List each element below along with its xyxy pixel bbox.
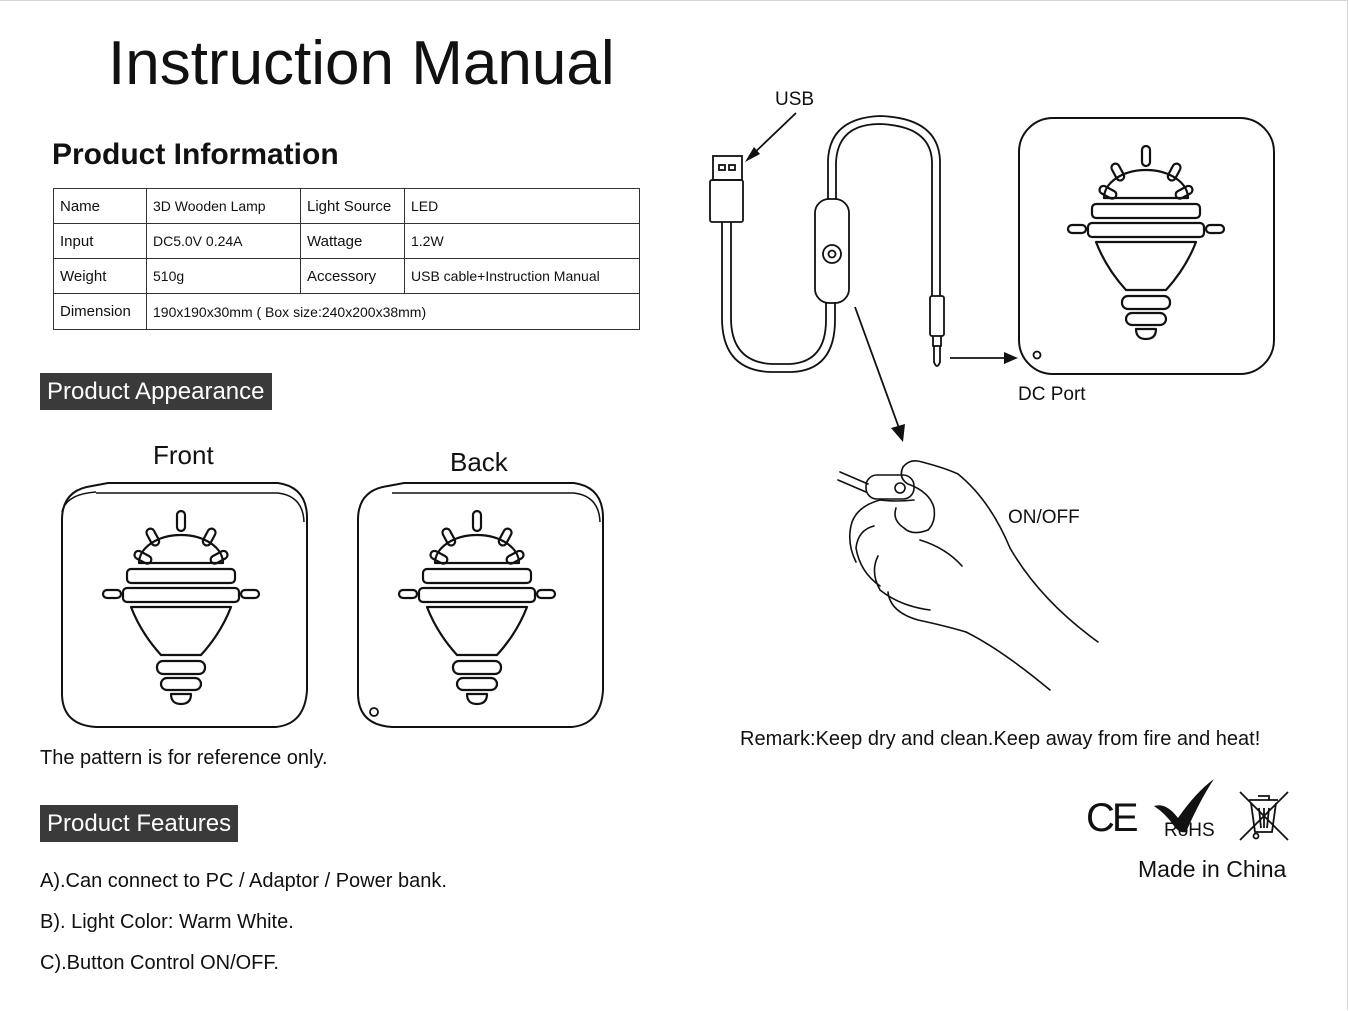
back-label: Back <box>450 447 508 477</box>
product-features-heading: Product Features <box>40 805 239 842</box>
usb-label: USB <box>775 89 815 110</box>
rohs-check-icon <box>1154 779 1214 833</box>
feature-item: A).Can connect to PC / Adaptor / Power b… <box>40 870 447 892</box>
table-key: Accessory <box>300 258 405 294</box>
table-key: Light Source <box>300 188 405 224</box>
made-in-label: Made in China <box>1138 856 1287 882</box>
front-lamp-illustration <box>61 482 308 728</box>
table-row: Weight 510g Accessory USB cable+Instruct… <box>53 258 640 294</box>
table-value: LED <box>404 188 640 224</box>
table-value: 510g <box>146 258 301 294</box>
dc-port-hole <box>369 707 379 717</box>
ce-mark: CE <box>1086 796 1139 840</box>
table-key: Dimension <box>53 293 147 330</box>
table-key: Input <box>53 223 147 259</box>
back-lamp-illustration <box>357 482 604 728</box>
front-label: Front <box>153 440 214 470</box>
weee-bin-icon <box>1239 791 1289 841</box>
table-row: Input DC5.0V 0.24A Wattage 1.2W <box>53 223 640 259</box>
usb-cable-illustration <box>709 115 945 373</box>
product-info-heading: Product Information <box>52 138 339 171</box>
page-title: Instruction Manual <box>108 29 615 98</box>
table-key: Wattage <box>300 223 405 259</box>
table-value: USB cable+Instruction Manual <box>404 258 640 294</box>
table-row: Dimension 190x190x30mm ( Box size:240x20… <box>53 293 640 330</box>
switch-arrow <box>854 306 905 442</box>
onoff-label: ON/OFF <box>1008 507 1080 528</box>
product-appearance-heading: Product Appearance <box>40 373 272 410</box>
dc-port-hole <box>1032 350 1042 360</box>
dc-port-arrow <box>950 352 1018 364</box>
usb-arrow <box>745 112 797 162</box>
hand-pressing-switch-illustration <box>837 460 1099 691</box>
remark-text: Remark:Keep dry and clean.Keep away from… <box>740 728 1261 750</box>
lamp-back-dc-port-illustration <box>1018 117 1275 375</box>
table-value: DC5.0V 0.24A <box>146 223 301 259</box>
table-row: Name 3D Wooden Lamp Light Source LED <box>53 188 640 224</box>
table-key: Weight <box>53 258 147 294</box>
feature-item: B). Light Color: Warm White. <box>40 911 294 933</box>
reference-note: The pattern is for reference only. <box>40 747 328 769</box>
table-key: Name <box>53 188 147 224</box>
table-value: 190x190x30mm ( Box size:240x200x38mm) <box>146 293 640 330</box>
product-info-table: Name 3D Wooden Lamp Light Source LED Inp… <box>53 188 640 330</box>
feature-item: C).Button Control ON/OFF. <box>40 952 279 974</box>
dc-port-label: DC Port <box>1018 384 1086 405</box>
